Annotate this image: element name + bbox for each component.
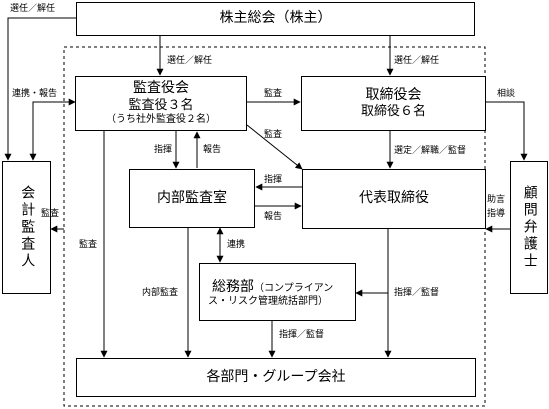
label-appoint-dismiss-directors: 選任／解任 bbox=[394, 56, 440, 66]
label-instruct-internal: 指揮 bbox=[154, 145, 173, 155]
legal-advisor-label: 顧問弁護士 bbox=[521, 185, 538, 270]
auditors-board-title: 監査役会 bbox=[133, 80, 189, 97]
accounting-auditor-box: 会計監査人 bbox=[2, 161, 51, 294]
label-audit-accounting: 監査 bbox=[41, 209, 60, 219]
label-consult: 相談 bbox=[497, 89, 516, 99]
general-affairs-sub1: （コンプライアン bbox=[254, 282, 334, 294]
label-coordination-report: 連携・報告 bbox=[12, 89, 58, 99]
label-liaison: 連携 bbox=[227, 240, 246, 250]
internal-audit-box: 内部監査室 bbox=[129, 169, 255, 228]
shareholders-box: 株主総会（株主） bbox=[76, 2, 475, 36]
shareholders-label: 株主総会（株主） bbox=[219, 10, 332, 27]
label-instruct-supervise-ga: 指揮／監督 bbox=[394, 288, 440, 298]
representative-director-label: 代表取締役 bbox=[359, 190, 429, 207]
label-appoint-dismiss-left: 選任／解任 bbox=[10, 4, 56, 14]
directors-board-title: 取締役会 bbox=[365, 86, 422, 103]
general-affairs-box: 総務部（コンプライアン ス・リスク管理統括部門） bbox=[199, 263, 356, 321]
label-appoint-dismiss-auditors: 選任／解任 bbox=[167, 56, 213, 66]
directors-board-box: 取締役会 取締役６名 bbox=[301, 76, 486, 131]
label-audit-departments: 監査 bbox=[79, 240, 98, 250]
departments-label: 各部門・グループ会社 bbox=[206, 368, 346, 385]
label-select-remove-supervise: 選定／解職／監督 bbox=[394, 146, 467, 156]
label-audit-directors: 監査 bbox=[264, 89, 283, 99]
label-report-internal: 報告 bbox=[203, 145, 222, 155]
label-advise-2: 指導 bbox=[487, 209, 506, 219]
auditors-board-outside: （うち社外監査役２名） bbox=[106, 114, 216, 126]
label-audit-representative: 監査 bbox=[264, 130, 283, 140]
edge-audit-representative bbox=[246, 124, 303, 170]
auditors-board-box: 監査役会 監査役３名 （うち社外監査役２名） bbox=[75, 76, 247, 131]
legal-advisor-box: 顧問弁護士 bbox=[510, 161, 548, 294]
label-advise-1: 助言 bbox=[487, 195, 506, 205]
departments-box: 各部門・グループ会社 bbox=[76, 358, 476, 397]
accounting-auditor-label: 会計監査人 bbox=[19, 185, 36, 270]
internal-audit-label: 内部監査室 bbox=[157, 189, 227, 206]
general-affairs-title: 総務部 bbox=[212, 278, 254, 295]
directors-board-count: 取締役６名 bbox=[360, 104, 426, 120]
general-affairs-line1: 総務部（コンプライアン bbox=[212, 276, 333, 297]
label-instruct-rep: 指揮 bbox=[264, 175, 283, 185]
label-instruct-supervise-depts: 指揮／監督 bbox=[279, 330, 325, 340]
edge-shareholders-accounting bbox=[4, 17, 76, 161]
label-report-rep: 報告 bbox=[264, 212, 283, 222]
general-affairs-sub2: ス・リスク管理統括部門） bbox=[208, 296, 328, 307]
auditors-board-count: 監査役３名 bbox=[128, 97, 194, 113]
edge-consult bbox=[486, 101, 528, 161]
edge-accounting-auditors bbox=[29, 98, 76, 161]
label-internal-audit-departments: 内部監査 bbox=[142, 288, 179, 298]
representative-director-box: 代表取締役 bbox=[302, 169, 486, 229]
